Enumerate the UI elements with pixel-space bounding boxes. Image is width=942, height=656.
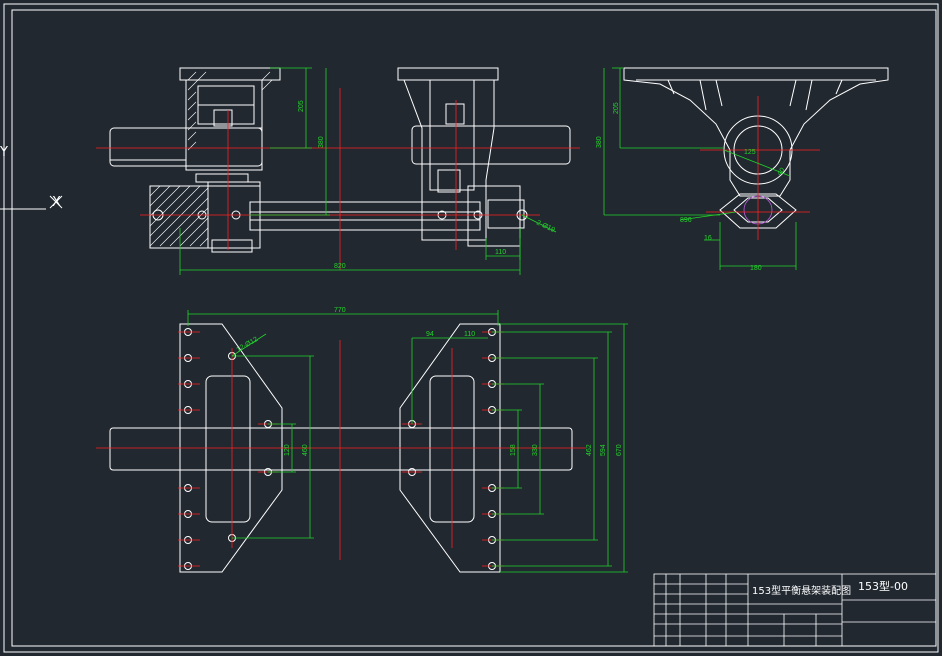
ucs-icon: [0, 150, 63, 214]
dim-bracket-width: 110: [495, 249, 506, 256]
axis-x-label: X: [52, 195, 61, 210]
dim-end-diag: 40: [776, 167, 786, 178]
side-view: [109, 67, 571, 253]
dim-end-radius: 125: [744, 149, 756, 156]
dim-plan-v4: 330: [532, 444, 539, 456]
side-view-centerlines: [96, 88, 580, 270]
dim-bolt-note: 2-Ø19: [535, 219, 556, 234]
side-view-dimensions: [179, 67, 557, 275]
dim-plan-note: 12-Ø12: [236, 336, 260, 354]
dim-side-h2: 380: [318, 136, 325, 148]
dim-end-h1: 205: [613, 102, 620, 114]
dim-side-h1: 205: [298, 100, 305, 112]
plan-view-dimensions: [187, 310, 628, 573]
outer-border: [3, 3, 939, 653]
dim-plan-b: 110: [464, 331, 475, 338]
title-block: [653, 573, 937, 647]
dim-overall-length: 820: [334, 263, 346, 270]
end-view-dimensions: [603, 67, 797, 270]
dim-end-b2: 16: [704, 235, 712, 242]
dim-end-h2: 380: [596, 136, 603, 148]
dim-plan-a: 94: [426, 331, 434, 338]
dim-end-b1: 896: [680, 217, 692, 224]
inner-border: [11, 9, 937, 647]
dim-plan-v6: 594: [600, 444, 607, 456]
side-view-hatching: [149, 71, 273, 247]
dim-plan-v7: 670: [616, 444, 623, 456]
dim-plan-v1: 120: [284, 444, 291, 456]
drawing-title: 153型平衡悬架装配图: [752, 584, 851, 597]
dim-plan-length: 770: [334, 307, 346, 314]
drawing-number: 153型-00: [858, 579, 908, 593]
dim-plan-v5: 462: [586, 444, 593, 456]
end-view-centerlines: [700, 96, 820, 240]
axis-y-label: Y: [0, 145, 8, 160]
dim-plan-v2: 460: [302, 444, 309, 456]
dim-end-b3: 180: [750, 265, 762, 272]
dim-plan-v3: 158: [510, 444, 517, 456]
